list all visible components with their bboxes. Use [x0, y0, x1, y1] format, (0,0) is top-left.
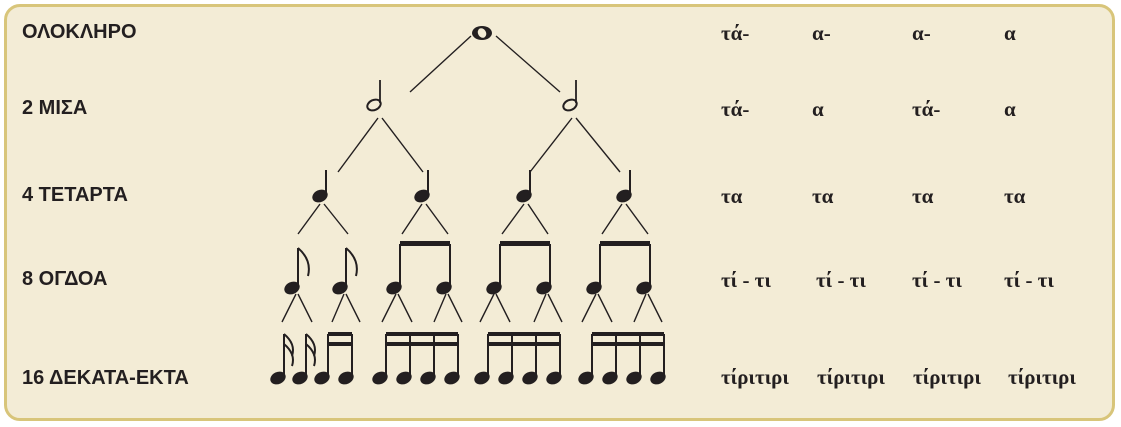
syllable: τίριτιρι	[721, 365, 789, 389]
row-label-halves: 2 ΜΙΣΑ	[22, 97, 88, 119]
quarter-note	[414, 170, 430, 203]
eighth-note-pair	[586, 241, 652, 295]
sixteenth-note-group	[474, 332, 562, 385]
syllable: τί - τι	[816, 268, 866, 292]
syllable: α	[1004, 97, 1016, 121]
sixteenth-note-group	[372, 332, 460, 385]
syllable: τί - τι	[912, 268, 962, 292]
syllable: τί - τι	[721, 268, 771, 292]
row-label-eighths: 8 ΟΓΔΟΑ	[22, 268, 108, 290]
syllable: τα	[812, 184, 834, 208]
sixteenth-note-group	[578, 332, 666, 385]
syllable: τί - τι	[1004, 268, 1054, 292]
sixteenth-note-pair	[314, 332, 354, 385]
syllable: τα	[1004, 184, 1026, 208]
row-label-sixteenths: 16 ΔΕΚΑΤΑ-ΕΚΤΑ	[22, 367, 189, 389]
syllable: τίριτιρι	[817, 365, 885, 389]
whole-note	[472, 26, 492, 40]
syllable: τίριτιρι	[1008, 365, 1076, 389]
eighth-note-pair	[486, 241, 552, 295]
sixteenth-note	[292, 333, 316, 385]
syllable: τίριτιρι	[913, 365, 981, 389]
syllable: τά-	[721, 21, 750, 45]
syllable: τά-	[912, 97, 941, 121]
syllable: α-	[912, 21, 931, 45]
eighth-note	[284, 247, 310, 295]
eighth-note-pair	[386, 241, 452, 295]
syllable: α	[1004, 21, 1016, 45]
quarter-note	[616, 170, 632, 203]
quarter-note	[312, 170, 328, 203]
half-note	[562, 80, 578, 112]
syllable: τά-	[721, 97, 750, 121]
syllable: τα	[912, 184, 934, 208]
connector-lines	[281, 35, 663, 323]
row-label-whole: ΟΛΟΚΛΗΡΟ	[22, 21, 137, 43]
syllable: τα	[721, 184, 743, 208]
sixteenth-note	[270, 333, 294, 385]
syllable: α	[812, 97, 824, 121]
quarter-note	[516, 170, 532, 203]
eighth-note	[332, 247, 358, 295]
row-label-quarters: 4 ΤΕΤΑΡΤΑ	[22, 184, 128, 206]
half-note	[366, 80, 382, 112]
syllable: α-	[812, 21, 831, 45]
